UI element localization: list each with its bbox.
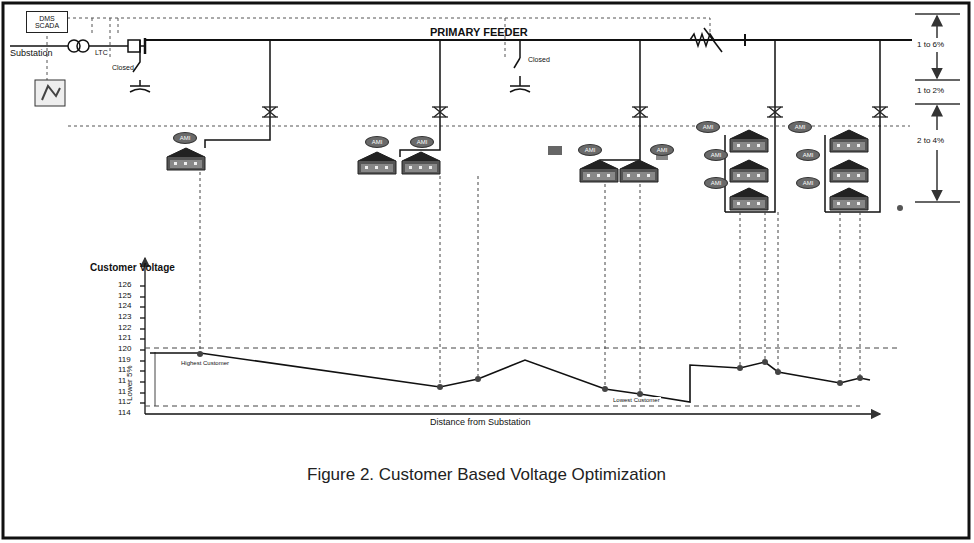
node-text-group: AMI [803, 152, 814, 158]
node-text: AMI [657, 147, 668, 153]
label: PRIMARY FEEDER [430, 26, 528, 38]
axis-tick: 120 [118, 345, 131, 354]
node-text: AMI [703, 124, 714, 130]
ami-meter: AMI [410, 136, 434, 148]
figure-caption: Figure 2. Customer Based Voltage Optimiz… [307, 466, 666, 485]
node-text-group: DMS SCADA [30, 15, 64, 30]
ami-meter: AMI [796, 149, 820, 161]
node-text: AMI [803, 180, 814, 186]
ami-meter: AMI [365, 136, 389, 148]
node-text-group: AMI [180, 135, 191, 141]
axis-tick: 126 [118, 281, 131, 290]
ami-meter: AMI [788, 121, 812, 133]
node-text-group: AMI [711, 180, 722, 186]
label: Lower 5% [126, 364, 135, 402]
ami-meter: AMI [796, 177, 820, 189]
label: Lowest Customer [612, 397, 661, 404]
ami-meter: AMI [650, 144, 674, 156]
node-text-group: AMI [585, 147, 596, 153]
label: Customer Voltage [90, 262, 175, 273]
node-text: DMS SCADA [30, 15, 64, 30]
node-text-group: AMI [417, 139, 428, 145]
label: Highest Customer [180, 360, 230, 367]
node-text-group: AMI [372, 139, 383, 145]
ami-meter: AMI [696, 121, 720, 133]
label: 1 to 6% [917, 41, 944, 50]
ami-meter: AMI [578, 144, 602, 156]
ami-meter: AMI [704, 149, 728, 161]
axis-tick: 125 [118, 292, 131, 301]
label: 1 to 2% [917, 87, 944, 96]
node-text-group: AMI [703, 124, 714, 130]
label: Distance from Substation [430, 418, 531, 428]
node-text-group: AMI [795, 124, 806, 130]
node-text: AMI [417, 139, 428, 145]
node-text: AMI [372, 139, 383, 145]
axis-tick: 124 [118, 302, 131, 311]
node-text: AMI [180, 135, 191, 141]
node-text: AMI [711, 152, 722, 158]
ami-meter: AMI [704, 177, 728, 189]
label: Closed [112, 64, 134, 72]
node-text: AMI [803, 152, 814, 158]
label: 2 to 4% [917, 137, 944, 146]
node-text: AMI [585, 147, 596, 153]
axis-tick: 114 [118, 409, 131, 418]
node-text-group: AMI [803, 180, 814, 186]
ami-meter: AMI [173, 132, 197, 144]
node-text-group: AMI [711, 152, 722, 158]
label: LTC [95, 49, 108, 57]
axis-tick: 122 [118, 324, 131, 333]
scada-box: DMS SCADA [26, 11, 68, 33]
label: Substation [10, 49, 53, 59]
node-text: AMI [711, 180, 722, 186]
node-text-group: AMI [657, 147, 668, 153]
label: Closed [528, 56, 550, 64]
axis-tick: 121 [118, 334, 131, 343]
axis-tick: 123 [118, 313, 131, 322]
node-text: AMI [795, 124, 806, 130]
